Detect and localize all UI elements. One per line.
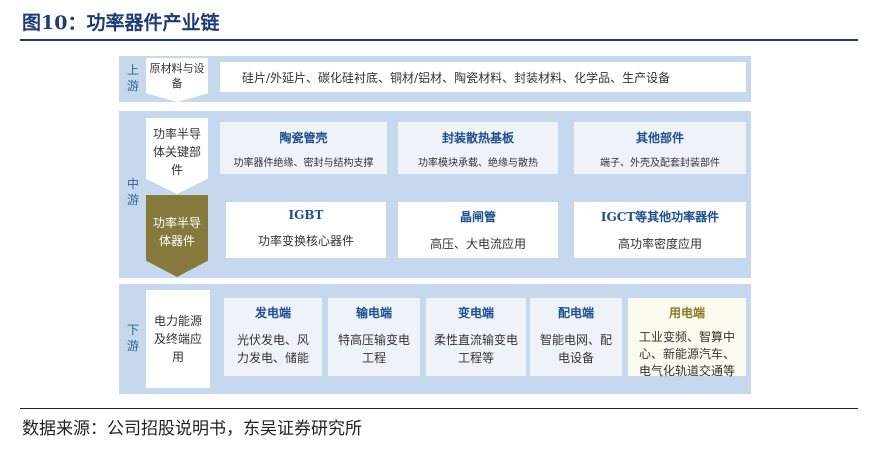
device-desc: 功率变换核心器件: [257, 234, 354, 248]
upstream-items: 硅片/外延片、碳化硅衬底、铜材/铝材、陶瓷材料、封装材料、化学品、生产设备: [220, 62, 746, 92]
part-title: 陶瓷管壳: [279, 131, 328, 145]
part-desc: 端子、外壳及配套封装部件: [600, 158, 720, 169]
midstream-parts-label: 功率半导体关键部件: [146, 118, 208, 194]
app-desc: 特高压输变电工程: [337, 333, 410, 365]
upstream-side-label: 上游: [126, 63, 139, 93]
app-desc: 柔性直流输变电工程等: [434, 333, 519, 365]
title-rule: [20, 39, 858, 41]
app-card-distribution: 配电端 智能电网、配电设备: [530, 298, 622, 376]
device-card-thyristor: 晶闸管 高压、大电流应用: [398, 202, 558, 258]
downstream-side-label: 下游: [126, 323, 139, 353]
device-title: 晶闸管: [459, 210, 496, 224]
app-title: 配电端: [557, 306, 594, 320]
figure-title: 图10：功率器件产业链: [22, 12, 220, 34]
app-title: 用电端: [668, 306, 705, 320]
device-card-igct: IGCT等其他功率器件 高功率密度应用: [574, 202, 746, 258]
app-title: 发电端: [254, 306, 291, 320]
part-card-other: 其他部件 端子、外壳及配套封装部件: [574, 122, 746, 174]
app-desc: 光伏发电、风力发电、储能: [236, 333, 309, 365]
device-desc: 高功率密度应用: [617, 237, 702, 251]
part-card-ceramic-shell: 陶瓷管壳 功率器件绝缘、密封与结构支撑: [220, 122, 387, 174]
part-title: 封装散热基板: [441, 131, 514, 145]
part-desc: 功率模块承载、绝缘与散热: [418, 158, 538, 169]
upstream-label: 原材料与设备: [146, 58, 208, 102]
device-title: IGBT: [288, 208, 324, 222]
part-card-substrate: 封装散热基板 功率模块承载、绝缘与散热: [398, 122, 558, 174]
part-desc: 功率器件绝缘、密封与结构支撑: [233, 158, 374, 169]
device-title: IGCT等其他功率器件: [600, 210, 720, 224]
app-title: 变电端: [457, 306, 494, 320]
app-card-consumption: 用电端 工业变频、智算中心、新能源汽车、电气化轨道交通等: [628, 298, 746, 378]
device-card-igbt: IGBT 功率变换核心器件: [226, 202, 386, 258]
app-desc: 智能电网、配电设备: [539, 333, 612, 365]
app-desc: 工业变频、智算中心、新能源汽车、电气化轨道交通等: [638, 330, 735, 378]
app-card-transmission: 输电端 特高压输变电工程: [328, 298, 420, 376]
part-title: 其他部件: [635, 131, 684, 145]
app-title: 输电端: [355, 306, 392, 320]
midstream-devices-label: 功率半导体器件: [146, 195, 208, 277]
device-desc: 高压、大电流应用: [429, 237, 526, 251]
app-card-generation: 发电端 光伏发电、风力发电、储能: [224, 298, 322, 376]
app-card-substation: 变电端 柔性直流输变电工程等: [426, 298, 526, 376]
downstream-label: 电力能源及终端应用: [146, 290, 210, 388]
midstream-side-label: 中游: [126, 177, 139, 207]
source-rule: [20, 408, 858, 409]
source-note: 数据来源：公司招股说明书，东吴证券研究所: [22, 419, 362, 439]
